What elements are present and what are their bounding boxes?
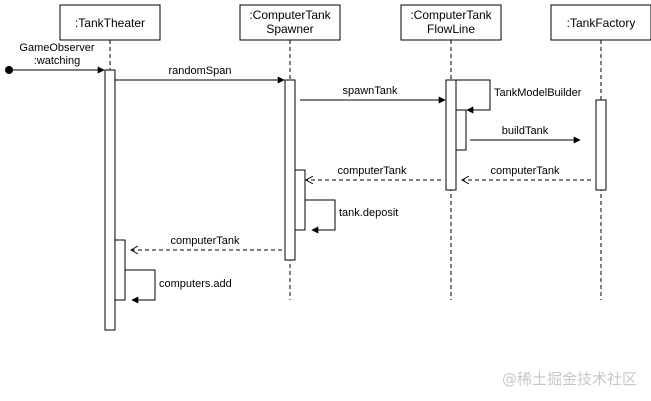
message-spawn-tank[interactable]: spawnTank — [300, 85, 446, 104]
participant-flowline[interactable]: :ComputerTank FlowLine — [400, 4, 502, 41]
participant-flowline-label-1: :ComputerTank — [410, 8, 492, 22]
message-computer-tank-return-factory-label: computerTank — [490, 165, 560, 177]
svg-text:GameObserver: GameObserver — [19, 42, 95, 54]
svg-text::TankFactory: :TankFactory — [567, 16, 636, 30]
message-random-span[interactable]: randomSpan — [115, 65, 285, 84]
activation-flowline — [445, 79, 457, 191]
activation-theater — [104, 69, 116, 331]
activations — [104, 69, 607, 331]
participant-theater[interactable]: :TankTheater — [59, 4, 161, 41]
message-tank-deposit[interactable]: tank.deposit — [305, 199, 398, 234]
participant-factory-label: :TankFactory — [567, 16, 636, 30]
participant-flowline-label-2: FlowLine — [427, 22, 475, 36]
participant-factory[interactable]: :TankFactory — [550, 4, 651, 41]
svg-text::TankTheater: :TankTheater — [75, 16, 145, 30]
message-tank-deposit-label: tank.deposit — [339, 207, 398, 219]
message-computer-tank-return-factory[interactable]: computerTank — [462, 165, 591, 180]
message-computer-tank-return-spawner-label: computerTank — [170, 235, 240, 247]
participant-spawner-label-1: :ComputerTank — [249, 8, 331, 22]
message-random-span-label: randomSpan — [169, 65, 232, 77]
message-computer-tank-return-spawner[interactable]: computerTank — [131, 235, 282, 250]
svg-text:Spawner: Spawner — [266, 22, 313, 36]
participant-spawner-label-2: Spawner — [266, 22, 313, 36]
message-observer[interactable]: GameObserver :watching — [5, 42, 105, 74]
message-computers-add[interactable]: computers.add — [125, 269, 232, 304]
svg-text:FlowLine: FlowLine — [427, 22, 475, 36]
message-computers-add-label: computers.add — [159, 278, 232, 290]
activation-spawner-nested — [294, 169, 306, 231]
message-observer-label-1: GameObserver — [19, 42, 95, 54]
message-observer-label-2: :watching — [34, 55, 80, 67]
message-tank-model-builder-label: TankModelBuilder — [494, 87, 582, 99]
svg-text::ComputerTank: :ComputerTank — [249, 8, 331, 22]
message-build-tank[interactable]: buildTank — [470, 125, 581, 144]
activation-flowline-nested — [455, 109, 467, 151]
activation-theater-nested — [114, 239, 126, 301]
message-tank-model-builder[interactable]: TankModelBuilder — [456, 79, 582, 114]
watermark-text: @稀土掘金技术社区 — [502, 370, 637, 388]
message-build-tank-label: buildTank — [502, 125, 549, 137]
message-computer-tank-return-flowline-label: computerTank — [337, 165, 407, 177]
message-spawn-tank-label: spawnTank — [342, 85, 398, 97]
participant-spawner[interactable]: :ComputerTank Spawner — [239, 4, 341, 41]
svg-text::ComputerTank: :ComputerTank — [410, 8, 492, 22]
participant-theater-label: :TankTheater — [75, 16, 145, 30]
activation-spawner — [284, 79, 296, 261]
svg-text::watching: :watching — [34, 55, 80, 67]
activation-factory — [595, 99, 607, 191]
message-computer-tank-return-flowline[interactable]: computerTank — [306, 165, 441, 180]
